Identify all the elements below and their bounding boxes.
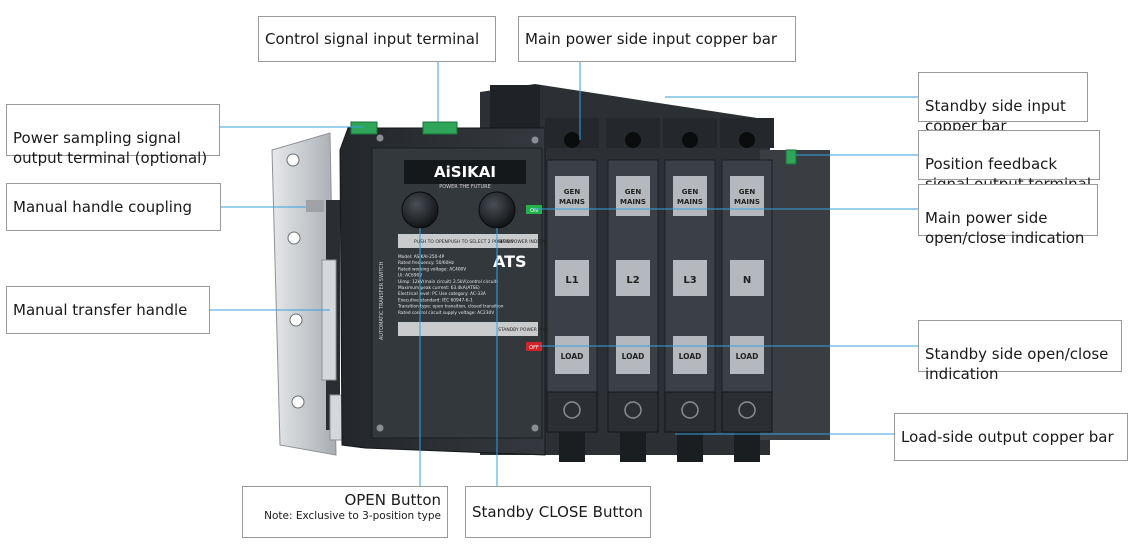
close-knob[interactable]	[478, 191, 516, 229]
callout-open-button: OPEN Button Note: Exclusive to 3-positio…	[242, 486, 448, 538]
brand-slogan: POWER THE FUTURE	[439, 184, 491, 190]
pole-load-plate	[730, 336, 764, 374]
pole-bottom-screw	[681, 401, 699, 419]
callout-manual-handle-coupling: Manual handle coupling	[6, 183, 221, 231]
pole-load-plate	[673, 336, 707, 374]
side-label: AUTOMATIC TRANSFER SWITCH	[379, 261, 385, 340]
callout-main-indication: Main power side open/close indication	[918, 184, 1098, 247]
pole-top-hole	[564, 132, 580, 148]
svg-text:OFF: OFF	[529, 345, 539, 351]
callout-load-copper-bar: Load-side output copper bar	[894, 413, 1128, 461]
pole-gen-plate	[673, 176, 707, 216]
push-select-label: PUSH TO SELECT 2 POSITION	[448, 239, 514, 245]
spec-line: Rated control circuit supply voltage: AC…	[398, 310, 494, 316]
mounting-bracket	[271, 132, 347, 456]
pole-bottom-screw	[563, 401, 581, 419]
pole-load-plate	[616, 336, 650, 374]
pole-phase-label: L1	[565, 275, 578, 286]
pole-gen-label: GEN	[739, 188, 756, 196]
callout-standby-copper-bar: Standby side input copper bar	[918, 72, 1088, 135]
pole-bottom-screw	[624, 401, 642, 419]
pole-gen-plate	[730, 176, 764, 216]
spec-line: Rated working voltage: AC400V	[398, 266, 466, 272]
pole-output-bar	[620, 432, 646, 462]
terminal-blocks	[350, 121, 797, 165]
spec-line: Ui: AC690V	[398, 273, 422, 279]
callout-manual-transfer-handle: Manual transfer handle	[6, 286, 210, 334]
push-open-label: PUSH TO OPEN	[414, 239, 448, 245]
callout-control-signal-terminal: Control signal input terminal	[258, 16, 496, 62]
pole-mains-label: MAINS	[734, 198, 760, 206]
standby-indicator-label: STANDBY POWER INDICATOR	[498, 327, 563, 333]
pole-mains-label: MAINS	[559, 198, 585, 206]
leader-lines	[210, 54, 918, 486]
pole-phase-plate	[730, 260, 764, 296]
pole-mains-label: MAINS	[677, 198, 703, 206]
pole-phase-plate	[555, 260, 589, 296]
pole-load-plate	[555, 336, 589, 374]
pole-bottom-terminal	[546, 391, 598, 433]
callout-standby-close-button: Standby CLOSE Button	[465, 486, 651, 538]
pole-mains-label: MAINS	[620, 198, 646, 206]
pole-bottom-terminal	[664, 391, 716, 433]
spec-line: Transition type: open transition, closed…	[397, 304, 504, 310]
position-feedback-terminal	[785, 149, 797, 165]
pole-bottom-terminal	[721, 391, 773, 433]
pole-output-bar	[559, 432, 585, 462]
pole-top-hole	[625, 132, 641, 148]
pole-bottom-terminal	[607, 391, 659, 433]
pole-gen-label: GEN	[682, 188, 699, 196]
pole-output-bar	[677, 432, 703, 462]
spec-line: Maximum peak current: 63.4kA(ATSE)	[398, 285, 480, 291]
pole-gen-label: GEN	[564, 188, 581, 196]
power-sampling-terminal	[350, 121, 378, 135]
pole-gen-plate	[555, 176, 589, 216]
callout-standby-indication: Standby side open/close indication	[918, 320, 1122, 383]
pole-gen-plate	[616, 176, 650, 216]
pole-load-label: LOAD	[679, 352, 702, 361]
control-body: AiSIKAI POWER THE FUTURE PUSH TO OPEN PU…	[339, 127, 563, 456]
pole-top-hole	[682, 132, 698, 148]
callout-power-sampling-terminal: Power sampling signal output terminal (o…	[6, 104, 220, 167]
pole-top-hole	[739, 132, 755, 148]
pole-phase-plate	[616, 260, 650, 296]
callout-position-feedback-terminal: Position feedback signal output terminal	[918, 130, 1100, 193]
pole-load-label: LOAD	[736, 352, 759, 361]
pole-load-label: LOAD	[561, 352, 584, 361]
pole-phase-plate	[673, 260, 707, 296]
control-signal-terminal	[422, 121, 458, 135]
brand-logo: AiSIKAI	[434, 163, 496, 181]
pole-bottom-screw	[738, 401, 756, 419]
spec-line: Executive standard: IEC 60947-6-1	[398, 297, 473, 303]
pole-gen-label: GEN	[625, 188, 642, 196]
pole-output-bar	[734, 432, 760, 462]
spec-line: Rated frequency: 50/60Hz	[398, 260, 455, 266]
callout-main-copper-bar: Main power side input copper bar	[518, 16, 796, 62]
ats-model-text: ATS	[493, 252, 527, 271]
open-knob[interactable]	[401, 191, 439, 229]
pole-phase-label: L3	[683, 275, 696, 286]
pole-phase-label: N	[743, 275, 751, 286]
spec-line: Uimp: 12kV(main circuit) 2.5kV(control c…	[398, 279, 498, 285]
pole-load-label: LOAD	[622, 352, 645, 361]
off-indicator	[526, 342, 542, 351]
spec-line: Electrical level: PC Use category: AC-33…	[398, 291, 486, 297]
svg-text:ON: ON	[530, 208, 538, 214]
main-indicator-label: MAIN POWER INDICATOR	[498, 239, 554, 245]
spec-line: Model: ASIKAI-250-4P	[398, 254, 445, 260]
pole-phase-label: L2	[626, 275, 639, 286]
